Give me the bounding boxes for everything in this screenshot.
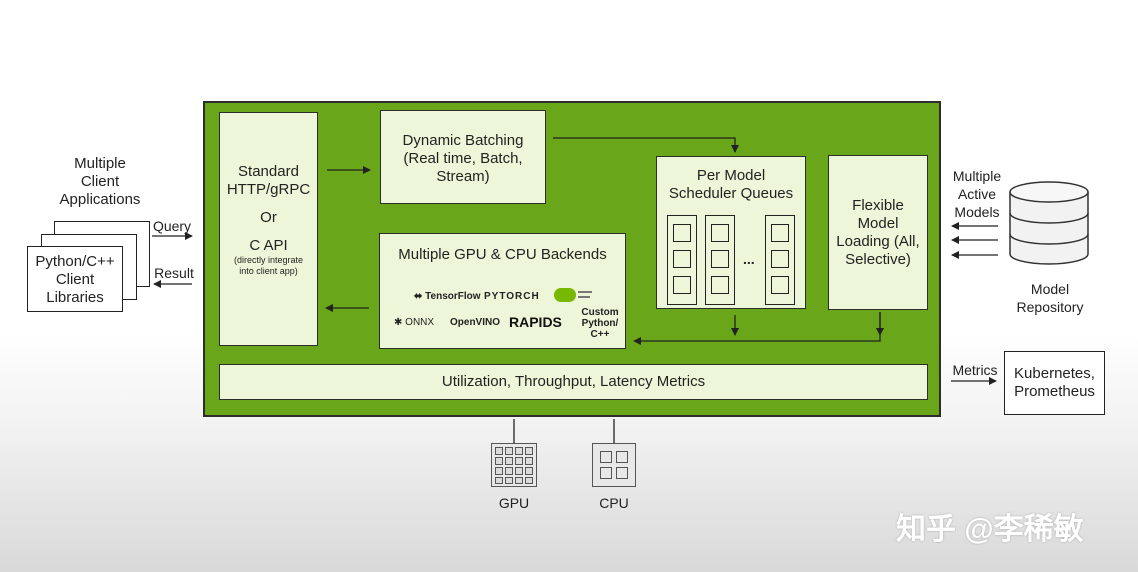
queue-slot xyxy=(771,276,789,294)
queue-slot xyxy=(711,250,729,268)
queue-column-1 xyxy=(667,215,697,305)
queue-slot xyxy=(771,224,789,242)
api-box: Standard HTTP/gRPC Or C API (directly in… xyxy=(219,112,318,346)
backends-box: Multiple GPU & CPU Backends ⬌ TensorFlow… xyxy=(379,233,626,349)
active-models-label: Multiple Active Models xyxy=(952,168,1002,220)
queue-column-2 xyxy=(705,215,735,305)
gpu-chip-icon xyxy=(491,443,537,487)
model-loading-box: Flexible Model Loading (All, Selective) xyxy=(828,155,928,310)
scheduler-queues-box: Per Model Scheduler Queues ... xyxy=(656,156,806,309)
cpu-label: CPU xyxy=(599,495,629,511)
tensorflow-icon: ⬌ xyxy=(414,291,423,302)
batching-to-scheduler-arrow xyxy=(553,137,739,153)
kubernetes-prometheus-box: Kubernetes, Prometheus xyxy=(1004,351,1105,415)
nvidia-merlin-logo-icon xyxy=(548,286,592,304)
gpu-label: GPU xyxy=(498,495,530,511)
database-icon xyxy=(1009,181,1089,265)
queue-slot xyxy=(711,224,729,242)
metrics-label: Metrics xyxy=(952,362,998,378)
client-applications-label: Multiple Client Applications xyxy=(59,155,141,208)
queue-slot xyxy=(771,250,789,268)
pytorch-logo: PYTORCH xyxy=(484,291,540,302)
query-label: Query xyxy=(152,218,192,234)
queue-ellipsis: ... xyxy=(743,251,755,267)
queue-slot xyxy=(673,276,691,294)
backends-title: Multiple GPU & CPU Backends xyxy=(398,246,607,263)
tensorflow-logo: ⬌ TensorFlow xyxy=(414,291,481,302)
queue-slot xyxy=(673,250,691,268)
model-repository-label: Model Repository xyxy=(1016,281,1084,315)
cpu-chip-icon xyxy=(592,443,636,487)
queue-slot xyxy=(711,276,729,294)
watermark: 知乎 @李稀敏 xyxy=(896,513,1084,546)
result-label: Result xyxy=(154,265,194,281)
queue-column-n xyxy=(765,215,795,305)
client-libraries-box: Python/C++ Client Libraries xyxy=(27,246,123,312)
scheduler-queues-title: Per Model Scheduler Queues xyxy=(668,167,794,202)
dynamic-batching-box: Dynamic Batching (Real time, Batch, Stre… xyxy=(380,110,546,204)
loading-to-backends-arrow xyxy=(633,312,881,345)
metrics-bar: Utilization, Throughput, Latency Metrics xyxy=(219,364,928,400)
rapids-logo: RAPIDS xyxy=(509,314,562,330)
openvino-logo: OpenVINO xyxy=(450,317,501,328)
queue-slot xyxy=(673,224,691,242)
onnx-icon: ✱ xyxy=(394,317,403,328)
onnx-logo: ✱ ONNX xyxy=(394,317,435,328)
custom-backend-label: Custom Python/ C++ xyxy=(581,307,619,340)
